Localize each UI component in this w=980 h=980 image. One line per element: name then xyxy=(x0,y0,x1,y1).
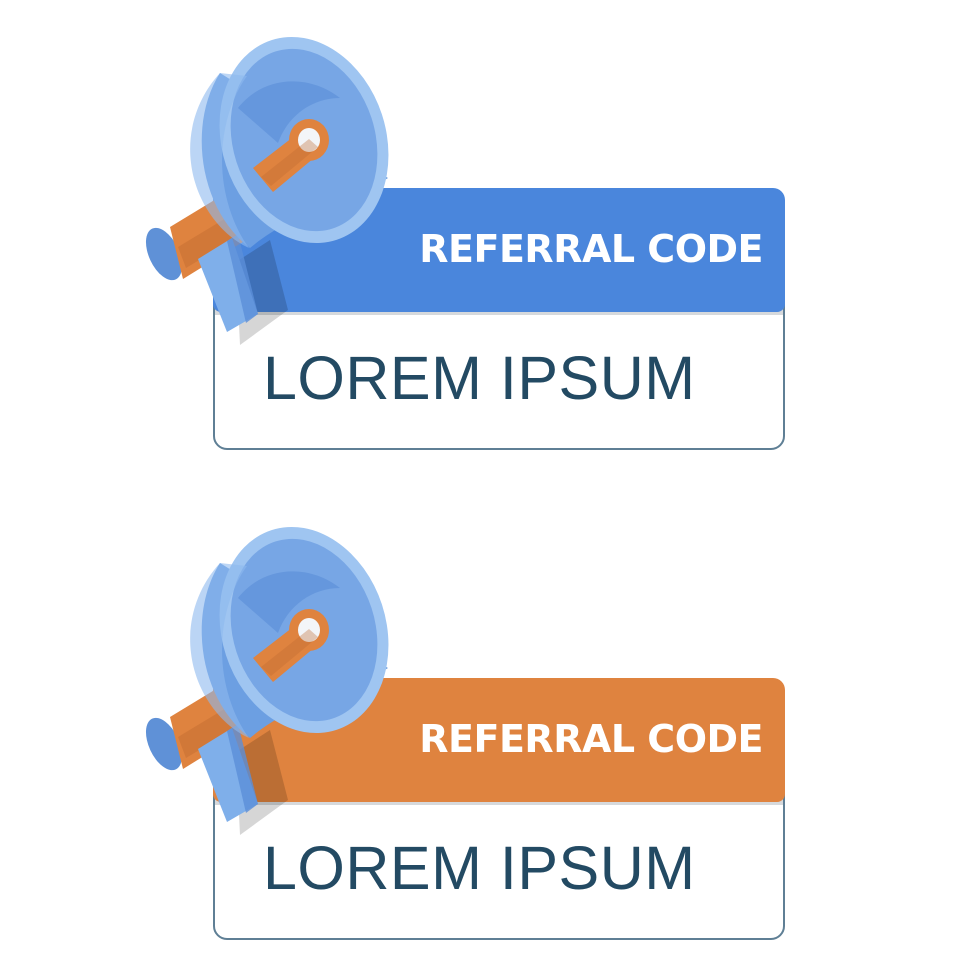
referral-code-value: LOREM IPSUM xyxy=(263,344,696,412)
referral-code-value: LOREM IPSUM xyxy=(263,834,696,902)
referral-title: REFERRAL CODE xyxy=(419,227,763,271)
referral-code-banner-orange: REFERRAL CODE LOREM IPSUM xyxy=(0,490,980,950)
referral-code-banner-blue: REFERRAL CODE LOREM IPSUM xyxy=(0,0,980,460)
megaphone-icon xyxy=(145,36,389,345)
referral-title: REFERRAL CODE xyxy=(419,717,763,761)
megaphone-icon xyxy=(145,526,389,835)
referral-code-field xyxy=(213,778,785,940)
referral-card: REFERRAL CODE LOREM IPSUM xyxy=(213,188,785,450)
